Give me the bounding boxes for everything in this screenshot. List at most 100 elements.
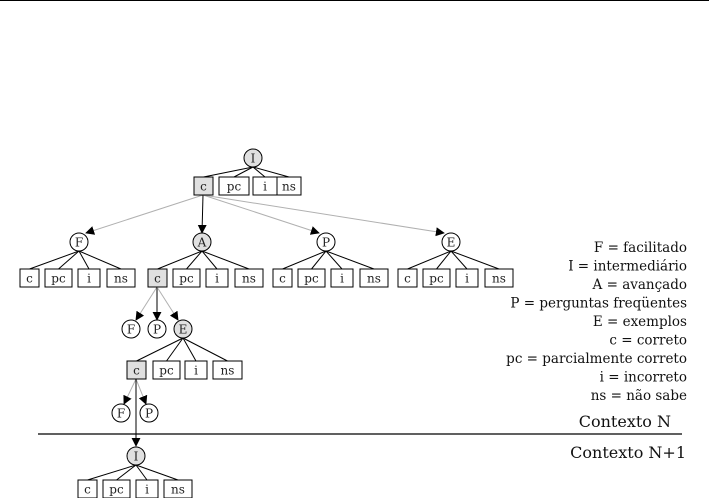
transition-arrow: [136, 287, 157, 320]
legend-entry: E = exemplos: [593, 314, 687, 330]
l1-E-answer-i: i: [456, 269, 478, 287]
l1-A-answer-c: c: [148, 269, 167, 287]
l2-state-node-E: E: [174, 320, 192, 338]
context-n-plus-1-label: Contexto N+1: [570, 443, 686, 462]
legend-entry: i = incorreto: [600, 370, 687, 386]
l1-P-answer-c: c: [273, 269, 292, 287]
l3-state-node-F: F: [112, 404, 130, 422]
l1-P-answer-ns: ns: [360, 269, 388, 287]
l1-F-answer-pc: pc: [45, 269, 72, 287]
l1-E-answer-pc: pc: [423, 269, 450, 287]
tree-edge: [283, 251, 327, 269]
answer-label: ns: [221, 364, 235, 378]
next-answer-pc: pc: [103, 480, 130, 498]
tree-edge: [204, 167, 254, 177]
root-answer-pc: pc: [219, 177, 249, 195]
next-answer-ns: ns: [164, 480, 192, 498]
legend-entry: A = avançado: [592, 277, 687, 293]
edges-layer: [30, 167, 500, 480]
root-answer-ns: ns: [277, 177, 301, 195]
answer-label: pc: [159, 364, 174, 378]
next-root-state-node: I: [127, 447, 145, 465]
state-node-P: P: [317, 233, 335, 251]
answer-label: i: [263, 180, 267, 194]
answer-label: pc: [429, 272, 444, 286]
state-label: P: [322, 236, 330, 250]
l1-F-answer-i: i: [78, 269, 100, 287]
state-label: E: [447, 236, 456, 250]
l2-answer-c: c: [127, 361, 146, 379]
answer-label: i: [340, 272, 344, 286]
root-answer-c: c: [194, 177, 213, 195]
tree-edge: [59, 251, 80, 269]
state-node-F: F: [70, 233, 88, 251]
transition-arrow: [203, 195, 319, 233]
answer-label: ns: [242, 272, 256, 286]
l2-answer-ns: ns: [213, 361, 242, 379]
answer-label: c: [133, 364, 140, 378]
tree-edge: [408, 251, 452, 269]
state-label: P: [145, 407, 153, 421]
tree-edge: [451, 251, 499, 269]
l1-P-answer-pc: pc: [298, 269, 325, 287]
transition-arrow: [203, 195, 444, 233]
state-label: I: [134, 450, 139, 464]
state-node-E: E: [442, 233, 460, 251]
answer-label: pc: [109, 483, 124, 497]
state-label: F: [117, 407, 125, 421]
answer-label: c: [84, 483, 91, 497]
answer-label: ns: [492, 272, 506, 286]
l2-state-node-P: P: [148, 320, 166, 338]
transition-arrow: [157, 287, 178, 320]
next-answer-c: c: [78, 480, 97, 498]
l1-A-answer-ns: ns: [235, 269, 263, 287]
answer-label: i: [215, 272, 219, 286]
tree-edge: [88, 465, 137, 480]
answer-label: i: [145, 483, 149, 497]
tree-edge: [137, 338, 184, 361]
answer-label: ns: [171, 483, 185, 497]
root-state-node: I: [244, 149, 262, 167]
state-label: I: [251, 152, 256, 166]
state-label: P: [153, 323, 161, 337]
tree-edge: [167, 338, 184, 361]
answer-label: ns: [367, 272, 381, 286]
l1-F-answer-ns: ns: [107, 269, 135, 287]
answer-label: c: [200, 180, 207, 194]
answer-label: ns: [282, 180, 296, 194]
l2-answer-i: i: [185, 361, 207, 379]
tree-edge: [79, 251, 121, 269]
state-node-A: A: [193, 233, 211, 251]
l1-E-answer-c: c: [398, 269, 417, 287]
answer-label: c: [404, 272, 411, 286]
l1-A-answer-i: i: [206, 269, 228, 287]
answer-label: c: [26, 272, 33, 286]
l1-A-answer-pc: pc: [173, 269, 200, 287]
transition-arrow: [86, 195, 203, 233]
answer-label: pc: [227, 180, 242, 194]
next-answer-i: i: [136, 480, 158, 498]
tree-edge: [136, 465, 178, 480]
answer-label: c: [279, 272, 286, 286]
answer-label: pc: [51, 272, 66, 286]
l3-state-node-P: P: [140, 404, 158, 422]
state-label: E: [179, 323, 188, 337]
legend-entry: I = intermediário: [568, 259, 687, 275]
tree-edge: [158, 251, 203, 269]
legend-entry: F = facilitado: [594, 240, 687, 256]
answer-label: i: [465, 272, 469, 286]
l1-E-answer-ns: ns: [485, 269, 513, 287]
l2-state-node-F: F: [122, 320, 140, 338]
legend-entry: c = correto: [609, 333, 687, 349]
root-answer-i: i: [253, 177, 277, 195]
transition-arrow: [202, 195, 203, 233]
answer-label: pc: [304, 272, 319, 286]
answer-label: c: [154, 272, 161, 286]
legend-entry: pc = parcialmente correto: [506, 351, 687, 367]
answer-label: i: [194, 364, 198, 378]
tree-edge: [30, 251, 80, 269]
l1-F-answer-c: c: [20, 269, 39, 287]
state-label: F: [127, 323, 135, 337]
